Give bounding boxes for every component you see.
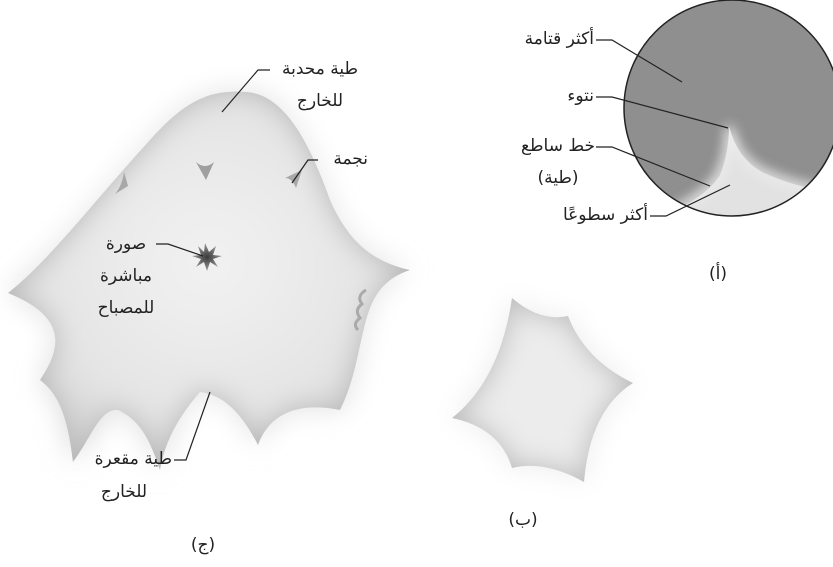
label-lamp-direct: مباشرة <box>100 266 152 286</box>
label-lamp-of: للمصباح <box>97 298 155 318</box>
label-bright-line: خط ساطع <box>520 136 596 156</box>
label-darker: أكثر قتامة <box>524 29 594 49</box>
figure-a-label: (أ) <box>709 264 727 284</box>
label-convex-fold: طية محدبة <box>281 59 359 79</box>
figure-b-label: (ب) <box>508 510 538 530</box>
leader-lamp <box>156 243 204 257</box>
leader-cusp <box>596 96 729 129</box>
leader-concave <box>174 391 211 461</box>
figure-a-circle <box>623 0 833 217</box>
leader-star <box>291 159 318 184</box>
star-cusp-2 <box>115 172 128 194</box>
leader-darker <box>596 39 683 83</box>
label-brighter: أكثر سطوعًا <box>562 205 648 225</box>
leader-convex <box>221 69 270 113</box>
label-lamp-image: صورة <box>105 234 147 254</box>
label-cusp: نتوء <box>567 86 594 106</box>
label-star: نجمة <box>333 149 368 169</box>
figure-c-caustic <box>8 91 410 471</box>
label-concave-fold: طية مقعرة <box>94 449 172 469</box>
leader-lines <box>156 39 731 461</box>
leader-brighter <box>650 184 731 217</box>
leader-bright-line <box>596 146 711 187</box>
label-convex-fold-outward: للخارج <box>296 91 344 111</box>
figure-c-label: (ج) <box>190 535 216 555</box>
star-cusp-1 <box>196 162 214 180</box>
figure-b-caustic <box>452 298 633 482</box>
lamp-starburst <box>192 243 222 271</box>
label-concave-fold-outward: للخارج <box>100 482 148 502</box>
label-bright-line-fold: (طية) <box>537 168 579 188</box>
